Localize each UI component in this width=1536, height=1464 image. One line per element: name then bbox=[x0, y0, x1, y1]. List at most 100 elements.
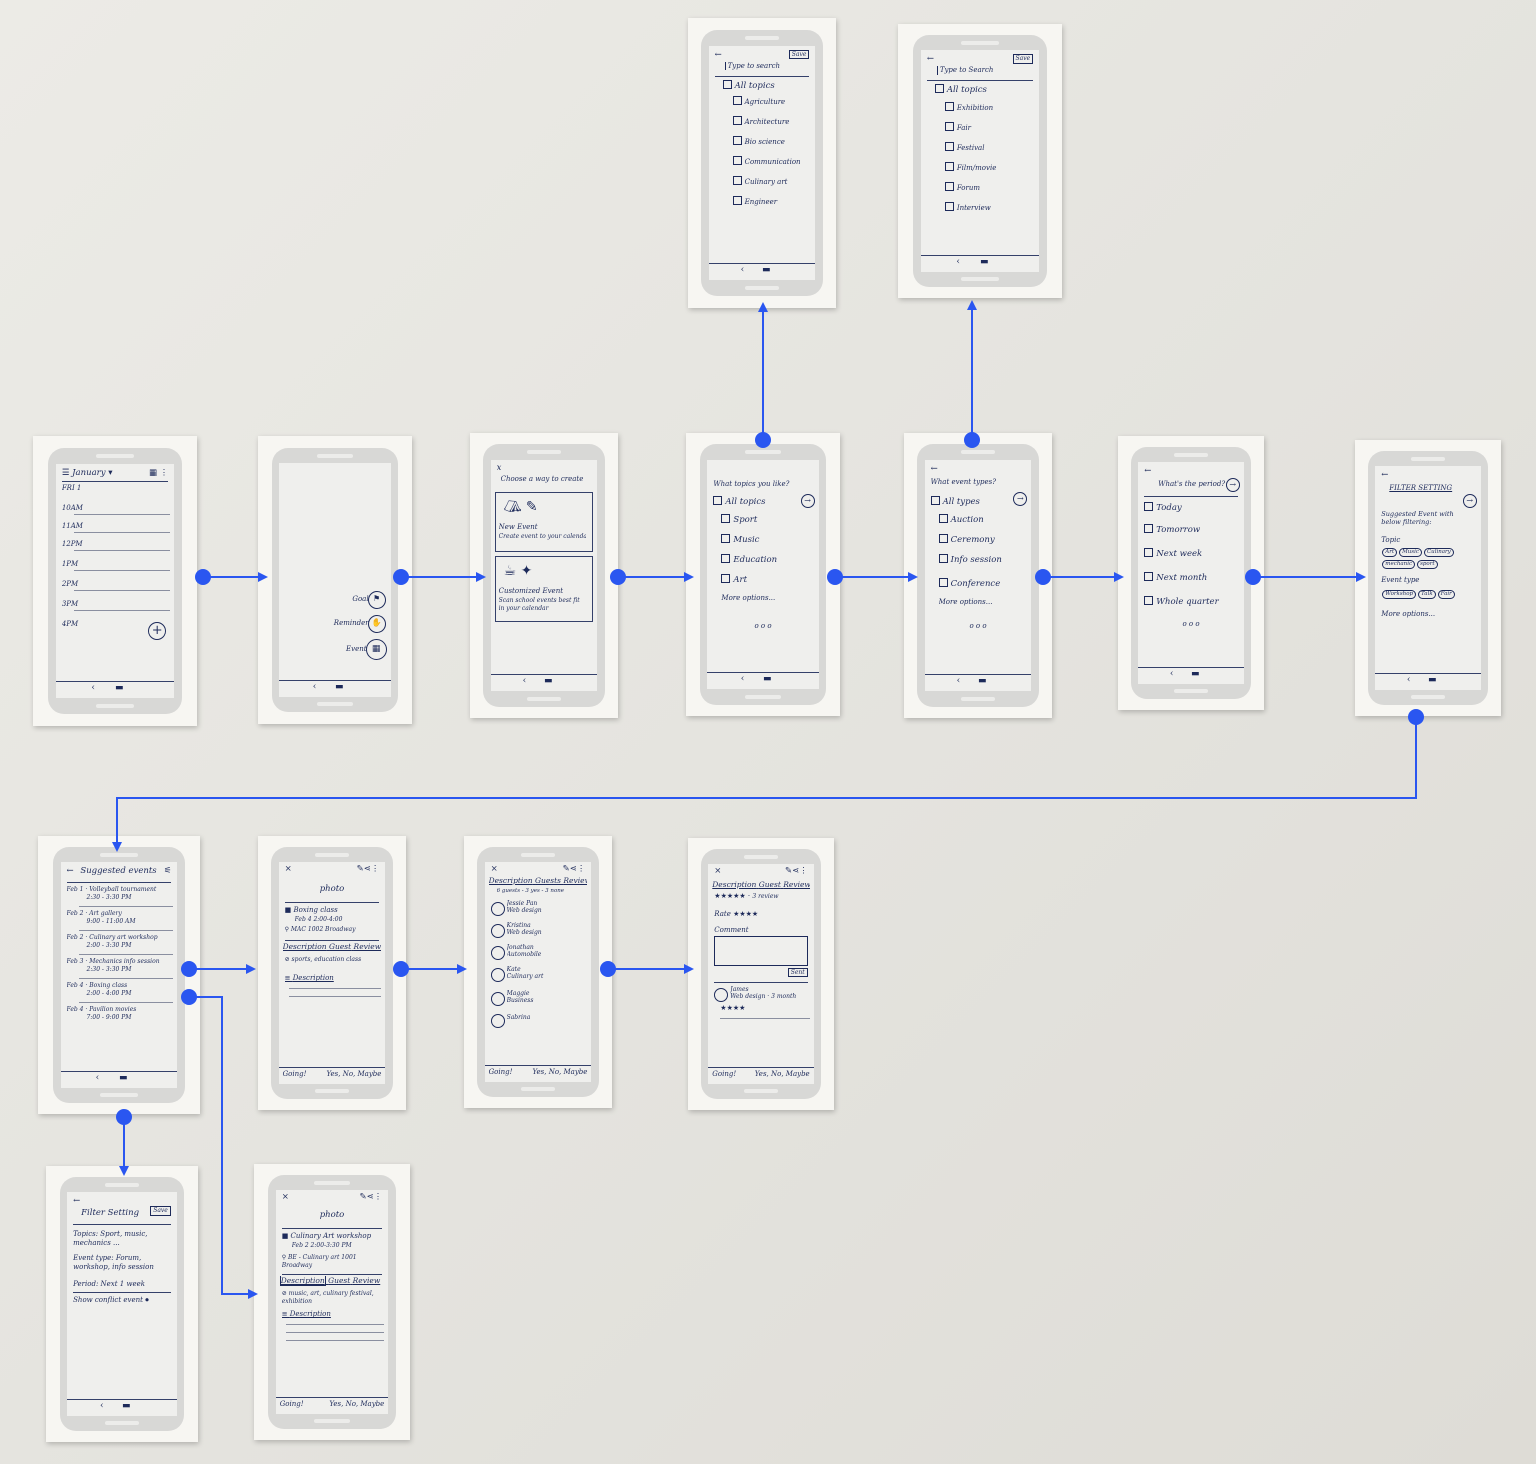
back-arrow-icon[interactable]: ← bbox=[926, 54, 934, 65]
option-next-week[interactable]: Next week bbox=[1144, 548, 1237, 560]
option-forum[interactable]: Forum bbox=[944, 182, 1033, 193]
checkbox[interactable] bbox=[721, 573, 731, 583]
rate-stars-input[interactable]: ★★★★ bbox=[733, 909, 759, 918]
more-vertical-icon[interactable]: ⋮ bbox=[370, 864, 380, 875]
search-input[interactable]: Type to search bbox=[724, 61, 810, 71]
more-vertical-icon[interactable]: ⋮ bbox=[159, 467, 169, 478]
tab-guest[interactable]: Guest bbox=[758, 879, 781, 889]
option-engineer[interactable]: Engineer bbox=[732, 195, 810, 207]
checkbox[interactable] bbox=[930, 496, 940, 506]
hand-icon[interactable]: ✋ bbox=[367, 615, 386, 634]
more-options-link[interactable]: More options... bbox=[1381, 610, 1436, 619]
chevron-left-icon[interactable]: ‹ bbox=[1406, 674, 1411, 685]
type-pill[interactable]: Talk bbox=[1418, 590, 1436, 600]
chevron-left-icon[interactable]: ‹ bbox=[522, 675, 527, 686]
option-tomorrow[interactable]: Tomorrow bbox=[1144, 524, 1237, 536]
topic-pill[interactable]: sport bbox=[1417, 560, 1438, 570]
tab-guest[interactable]: Guest bbox=[328, 1276, 351, 1286]
share-icon[interactable]: ⋖ bbox=[792, 865, 800, 876]
checkbox[interactable] bbox=[721, 533, 731, 543]
option-interview[interactable]: Interview bbox=[944, 202, 1033, 213]
chevron-left-icon[interactable]: ‹ bbox=[100, 1400, 104, 1411]
edit-icon[interactable]: ✎ bbox=[784, 865, 793, 876]
option-fair[interactable]: Fair bbox=[944, 122, 1033, 133]
chevron-left-icon[interactable]: ‹ bbox=[95, 1072, 100, 1083]
arrow-right-circle-icon[interactable]: → bbox=[1013, 492, 1028, 507]
option-exhibition[interactable]: Exhibition bbox=[944, 102, 1033, 113]
option-info-session[interactable]: Info session bbox=[938, 554, 1026, 566]
event-option-label[interactable]: Event bbox=[346, 645, 367, 654]
checkbox[interactable] bbox=[732, 175, 742, 185]
option-communication[interactable]: Communication bbox=[732, 155, 810, 167]
conflict-toggle-row[interactable]: Show conflict event ⏺ bbox=[73, 1296, 149, 1305]
rsvp-options[interactable]: Yes, No, Maybe bbox=[754, 1070, 810, 1079]
edit-icon[interactable]: ✎ bbox=[359, 1192, 367, 1203]
option-film-movie[interactable]: Film/movie bbox=[944, 162, 1033, 173]
option-agriculture[interactable]: Agriculture bbox=[732, 95, 810, 107]
more-options-link[interactable]: More options... bbox=[938, 598, 993, 607]
sent-button[interactable]: Sent bbox=[787, 967, 808, 978]
checkbox[interactable] bbox=[721, 513, 731, 523]
checkbox[interactable] bbox=[944, 162, 954, 172]
radio[interactable] bbox=[1144, 548, 1154, 558]
checkbox[interactable] bbox=[713, 495, 723, 505]
more-vertical-icon[interactable]: ⋮ bbox=[799, 865, 808, 876]
calendar-icon[interactable]: ▦ bbox=[148, 467, 157, 478]
rsvp-options[interactable]: Yes, No, Maybe bbox=[326, 1069, 382, 1078]
back-arrow-icon[interactable]: ← bbox=[1381, 470, 1389, 481]
checkbox[interactable] bbox=[944, 102, 954, 112]
arrow-right-circle-icon[interactable]: → bbox=[1225, 478, 1240, 493]
chevron-left-icon[interactable]: ‹ bbox=[312, 681, 317, 692]
edit-icon[interactable]: ✎ bbox=[562, 863, 570, 874]
going-button[interactable]: Going! bbox=[282, 1069, 307, 1078]
chevron-down-icon[interactable]: ▾ bbox=[108, 467, 113, 478]
checkbox[interactable] bbox=[732, 155, 742, 165]
tab-review[interactable]: Review bbox=[563, 875, 587, 885]
customized-event-card[interactable]: ☕︎ ✦ Customized Event Scan school events… bbox=[494, 556, 594, 623]
guest-item[interactable]: Sabrina bbox=[506, 1013, 531, 1021]
type-pill[interactable]: Workshop bbox=[1382, 590, 1417, 600]
topic-pill[interactable]: mechanic bbox=[1382, 560, 1416, 570]
rsvp-options[interactable]: Yes, No, Maybe bbox=[532, 1068, 588, 1077]
event-type-summary[interactable]: Event type: Forum, workshop, info sessio… bbox=[73, 1254, 154, 1272]
hamburger-icon[interactable]: ☰ bbox=[61, 467, 70, 478]
option-art[interactable]: Art bbox=[721, 573, 812, 586]
checkbox[interactable] bbox=[732, 115, 742, 125]
tab-guest[interactable]: Guest bbox=[329, 942, 352, 952]
back-arrow-icon[interactable]: ← bbox=[73, 1196, 81, 1207]
more-options-link[interactable]: More options... bbox=[721, 593, 776, 602]
option-auction[interactable]: Auction bbox=[938, 514, 1026, 526]
chevron-left-icon[interactable]: ‹ bbox=[1169, 668, 1174, 679]
option-conference[interactable]: Conference bbox=[938, 578, 1026, 590]
option-culinary-art[interactable]: Culinary art bbox=[732, 175, 810, 187]
chevron-left-icon[interactable]: ‹ bbox=[740, 265, 745, 276]
comment-input[interactable] bbox=[714, 935, 808, 966]
radio[interactable] bbox=[1144, 596, 1154, 606]
filter-icon[interactable]: ⚟ bbox=[163, 866, 172, 877]
back-arrow-icon[interactable]: ← bbox=[714, 49, 722, 60]
checkbox[interactable] bbox=[944, 202, 954, 212]
radio[interactable] bbox=[1144, 502, 1154, 512]
save-button[interactable]: Save bbox=[788, 49, 810, 60]
save-button[interactable]: Save bbox=[150, 1206, 171, 1216]
topics-summary[interactable]: Topics: Sport, music, mechanics ... bbox=[73, 1230, 148, 1248]
toggle-icon[interactable]: ⏺ bbox=[145, 1296, 149, 1305]
option-festival[interactable]: Festival bbox=[944, 142, 1033, 153]
option-sport[interactable]: Sport bbox=[721, 513, 812, 526]
checkbox[interactable] bbox=[938, 534, 948, 544]
radio[interactable] bbox=[1144, 572, 1154, 582]
radio[interactable] bbox=[1144, 524, 1154, 534]
chevron-left-icon[interactable]: ‹ bbox=[91, 683, 95, 694]
arrow-right-circle-icon[interactable]: → bbox=[800, 493, 815, 508]
option-ceremony[interactable]: Ceremony bbox=[938, 534, 1026, 546]
add-fab-button[interactable]: + bbox=[148, 621, 167, 640]
month-label[interactable]: January bbox=[72, 467, 106, 478]
